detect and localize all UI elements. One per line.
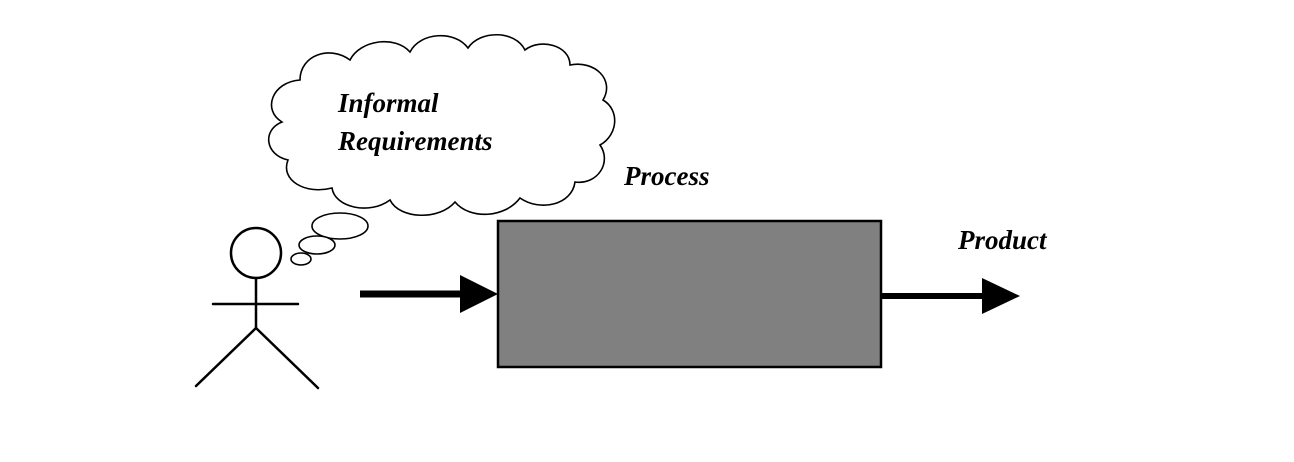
- thought-bubble-medium: [298, 235, 336, 255]
- process-label: Process: [623, 161, 709, 191]
- stick-figure-left-leg: [194, 326, 258, 388]
- stick-figure-icon: [194, 226, 320, 390]
- thought-bubble-large: [311, 212, 369, 240]
- thought-bubble-icon: [267, 34, 616, 266]
- thought-bubble-small: [290, 252, 312, 266]
- thought-label-informal: Informal: [337, 88, 439, 118]
- product-label: Product: [957, 225, 1048, 255]
- output-arrow-head: [982, 278, 1020, 314]
- stick-figure-head: [229, 226, 283, 280]
- thought-cloud: [267, 34, 616, 217]
- input-arrow-head: [460, 275, 498, 313]
- output-arrow: [881, 278, 1020, 314]
- input-arrow: [360, 275, 498, 313]
- thought-label-requirements: Requirements: [337, 126, 493, 156]
- stick-figure-right-leg: [254, 326, 320, 390]
- process-box: [496, 219, 883, 369]
